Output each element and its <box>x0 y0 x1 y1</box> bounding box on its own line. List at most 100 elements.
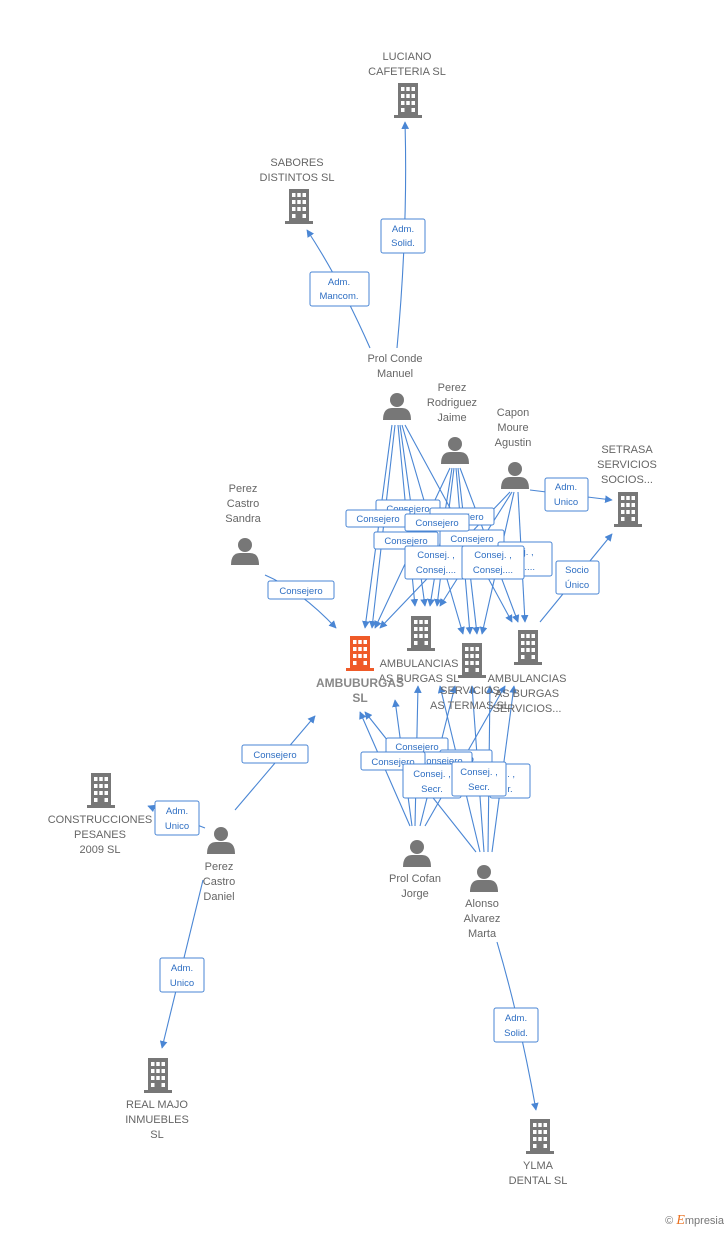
person-prol-cofan-jorge[interactable]: Prol Cofan Jorge <box>389 840 441 900</box>
svg-text:Socio: Socio <box>565 565 589 576</box>
svg-text:Castro: Castro <box>203 876 235 888</box>
svg-text:Adm.: Adm. <box>166 806 188 817</box>
svg-text:Prol Conde: Prol Conde <box>367 353 422 365</box>
svg-text:Consej. ,: Consej. , <box>460 767 498 778</box>
svg-text:SERVICIOS...: SERVICIOS... <box>493 703 562 715</box>
person-icon <box>441 437 469 464</box>
svg-text:Adm.: Adm. <box>555 482 577 493</box>
svg-text:Daniel: Daniel <box>203 891 234 903</box>
company-ylma-dental[interactable]: YLMA DENTAL SL <box>509 1119 568 1187</box>
building-icon <box>614 492 642 527</box>
person-alonso-alvarez-marta[interactable]: Alonso Alvarez Marta <box>464 865 501 940</box>
rel-adm-solid-ylma: Adm. Solid. <box>493 1007 539 1043</box>
company-ambulancias-as-burgas-servicios[interactable]: AMBULANCIAS AS BURGAS SERVICIOS... <box>488 630 567 715</box>
svg-text:Secr.: Secr. <box>468 782 490 793</box>
company-ambuburgas-main[interactable]: AMBUBURGAS SL <box>316 636 404 705</box>
rel-consejero-sandra: Consejero <box>267 580 335 600</box>
svg-text:Unico: Unico <box>170 978 194 989</box>
svg-text:AMBUBURGAS: AMBUBURGAS <box>316 676 404 690</box>
svg-text:Agustin: Agustin <box>495 437 532 449</box>
empresia-logo: E <box>676 1213 685 1228</box>
person-icon <box>501 462 529 489</box>
svg-text:Perez: Perez <box>438 382 467 394</box>
person-icon <box>470 865 498 892</box>
svg-text:Jaime: Jaime <box>437 412 466 424</box>
copyright-symbol: © <box>665 1215 674 1227</box>
rel-consejero-cluster-bottom: Consejero jero Consejero Consejero j. , … <box>360 737 531 799</box>
svg-text:AMBULANCIAS: AMBULANCIAS <box>380 658 459 670</box>
svg-text:Consejero: Consejero <box>395 742 438 753</box>
svg-text:Adm.: Adm. <box>328 277 350 288</box>
building-icon <box>458 643 486 678</box>
svg-text:Alvarez: Alvarez <box>464 913 501 925</box>
svg-text:Jorge: Jorge <box>401 888 429 900</box>
svg-text:Unico: Unico <box>554 497 578 508</box>
svg-text:YLMA: YLMA <box>523 1160 554 1172</box>
person-perez-castro-daniel[interactable]: Perez Castro Daniel <box>203 827 235 903</box>
svg-text:Alonso: Alonso <box>465 898 499 910</box>
rel-adm-unico-construcciones: Adm. Unico <box>154 800 200 836</box>
building-icon <box>87 773 115 808</box>
svg-text:Castro: Castro <box>227 498 259 510</box>
svg-text:r.: r. <box>507 784 512 795</box>
rel-consejero-daniel: Consejero <box>241 744 309 764</box>
empresia-logo-text: mpresia <box>684 1215 724 1227</box>
svg-text:Unico: Unico <box>165 821 189 832</box>
svg-text:Consejero: Consejero <box>371 757 414 768</box>
rel-adm-solid-luciano: Adm. Solid. <box>380 218 426 254</box>
svg-text:SETRASA: SETRASA <box>601 444 653 456</box>
svg-text:SABORES: SABORES <box>270 157 323 169</box>
building-icon <box>407 616 435 651</box>
svg-text:DENTAL SL: DENTAL SL <box>509 1175 568 1187</box>
svg-text:Consejero: Consejero <box>415 518 458 529</box>
building-icon <box>144 1058 172 1093</box>
rel-adm-mancom-sabores: Adm. Mancom. <box>309 271 370 307</box>
svg-text:Consejero: Consejero <box>450 534 493 545</box>
svg-text:j. ,: j. , <box>504 769 515 780</box>
svg-text:AS BURGAS: AS BURGAS <box>495 688 559 700</box>
svg-text:SERVICIOS: SERVICIOS <box>597 459 657 471</box>
svg-text:PESANES: PESANES <box>74 829 126 841</box>
svg-text:Único: Único <box>565 580 589 591</box>
person-prol-conde-manuel[interactable]: Prol Conde Manuel <box>367 353 423 420</box>
footer-brand: © Empresia <box>665 1213 724 1229</box>
svg-text:Moure: Moure <box>497 422 528 434</box>
company-servicios-as-termas[interactable]: SERVICIOS AS TERMAS SL <box>430 643 510 712</box>
person-capon-moure-agustin[interactable]: Capon Moure Agustin <box>495 407 532 489</box>
company-real-majo-inmuebles[interactable]: REAL MAJO INMUEBLES SL <box>125 1058 189 1141</box>
svg-text:Adm.: Adm. <box>392 224 414 235</box>
building-icon <box>526 1119 554 1154</box>
svg-text:AMBULANCIAS: AMBULANCIAS <box>488 673 567 685</box>
svg-text:Consejero: Consejero <box>279 586 322 597</box>
svg-text:2009 SL: 2009 SL <box>80 844 121 856</box>
company-luciano-cafeteria[interactable]: LUCIANO CAFETERIA SL <box>368 51 446 118</box>
svg-text:SOCIOS...: SOCIOS... <box>601 474 653 486</box>
svg-text:Secr.: Secr. <box>421 784 443 795</box>
edges <box>147 121 613 1111</box>
company-construcciones-pesanes[interactable]: CONSTRUCCIONES PESANES 2009 SL <box>48 773 153 856</box>
svg-text:Manuel: Manuel <box>377 368 413 380</box>
rel-consejero-cluster-top: Consejero Consejero Consejero ej. , ej..… <box>345 499 553 580</box>
svg-text:SERVICIOS: SERVICIOS <box>440 685 500 697</box>
person-perez-castro-sandra[interactable]: Perez Castro Sandra <box>225 483 262 565</box>
person-icon <box>383 393 411 420</box>
rel-adm-unico-realmajo: Adm. Unico <box>159 957 205 993</box>
svg-text:Consej. ,: Consej. , <box>413 769 451 780</box>
person-icon <box>231 538 259 565</box>
company-sabores-distintos[interactable]: SABORES DISTINTOS SL <box>260 157 335 224</box>
svg-text:Capon: Capon <box>497 407 529 419</box>
person-icon <box>207 827 235 854</box>
svg-text:Consejero: Consejero <box>419 756 462 767</box>
svg-text:ej. ,: ej. , <box>518 547 533 558</box>
svg-text:Perez: Perez <box>229 483 258 495</box>
svg-text:Consej....: Consej.... <box>416 565 456 576</box>
person-perez-rodriguez-jaime[interactable]: Perez Rodriguez Jaime <box>427 382 477 464</box>
company-ambulancias-as-burgas-sl[interactable]: AMBULANCIAS AS BURGAS SL <box>379 616 460 685</box>
svg-text:CONSTRUCCIONES: CONSTRUCCIONES <box>48 814 153 826</box>
svg-text:AS TERMAS SL: AS TERMAS SL <box>430 700 510 712</box>
relation-labels: Adm. Solid. Adm. Mancom. Adm. Unico Soci… <box>154 218 600 1043</box>
svg-text:Consejero: Consejero <box>384 536 427 547</box>
building-icon <box>394 83 422 118</box>
company-setrasa-servicios[interactable]: SETRASA SERVICIOS SOCIOS... <box>597 444 657 527</box>
svg-text:Consej. ,: Consej. , <box>417 550 455 561</box>
